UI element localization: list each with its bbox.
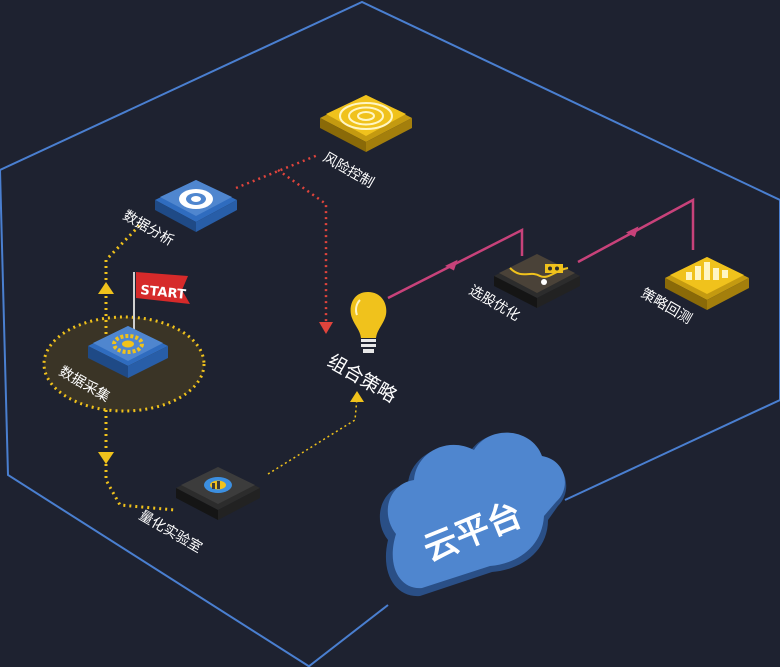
flow-collect-to-analysis: [104, 223, 142, 340]
stock-optimization-node[interactable]: [494, 254, 580, 308]
bar-chart-icon: [686, 262, 728, 280]
gear-icon: [112, 334, 144, 354]
trend-icon: [509, 264, 569, 285]
arrow-mag-2-icon: [625, 226, 639, 238]
quant-lab-node[interactable]: [176, 467, 260, 520]
data-analysis-node[interactable]: [155, 180, 237, 232]
arrow-mag-1-icon: [445, 259, 458, 271]
flow-collect-to-lab: [104, 410, 176, 512]
lightbulb-icon: [350, 292, 387, 353]
start-flag-text: START: [140, 283, 187, 303]
quant-lab-label: 量化实验室: [136, 507, 205, 557]
arrow-down-red-icon: [319, 322, 333, 334]
arrow-up-small-icon: [350, 391, 364, 402]
hexagon-frame-bottom: [307, 604, 389, 667]
hexagon-frame-left: [0, 169, 311, 667]
spiral-icon: [339, 102, 393, 130]
flow-strategy-to-stock: [387, 227, 524, 300]
flow-stock-to-backtest: [577, 197, 695, 264]
arrow-down-icon: [98, 452, 114, 464]
flow-risk-to-strategy: [277, 168, 328, 325]
risk-control-node[interactable]: [320, 95, 412, 152]
cloud-icon: [379, 432, 567, 597]
data-collection-node[interactable]: [88, 326, 168, 378]
flow-lab-to-strategy: [267, 397, 358, 475]
arrow-up-icon: [98, 282, 114, 294]
search-icon: [179, 189, 213, 209]
chart-icon: [204, 477, 232, 493]
strategy-backtest-node[interactable]: [665, 257, 749, 310]
hexagon-frame: [0, 0, 780, 501]
risk-control-label: 风险控制: [320, 150, 376, 192]
start-flag: START: [133, 272, 190, 340]
flow-analysis-to-risk: [235, 153, 319, 190]
